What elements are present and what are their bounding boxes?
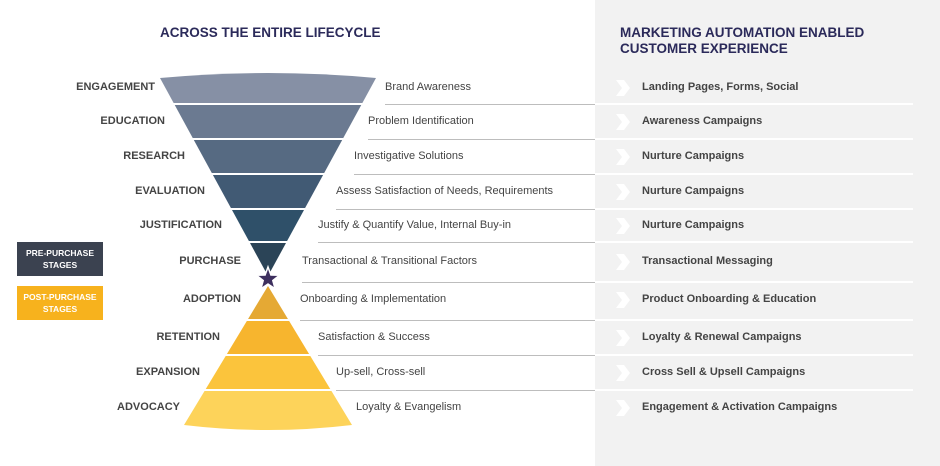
chevron-right-icon <box>616 400 630 416</box>
row-divider <box>318 355 595 356</box>
row-divider <box>354 174 595 175</box>
stage-label: PURCHASE <box>179 255 241 267</box>
funnel-band-engagement <box>160 73 376 103</box>
stage-label: ADVOCACY <box>117 401 180 413</box>
panel-row-divider <box>595 173 913 175</box>
funnel-band-retention <box>226 321 310 354</box>
stage-label: ENGAGEMENT <box>76 81 155 93</box>
funnel-band-education <box>174 105 362 138</box>
stage-label: JUSTIFICATION <box>139 219 222 231</box>
left-title: ACROSS THE ENTIRE LIFECYCLE <box>160 25 381 40</box>
funnel-band-advocacy <box>184 391 352 430</box>
legend-post-line1: POST-PURCHASE <box>23 292 97 302</box>
chevron-right-icon <box>616 330 630 346</box>
legend-pre-line2: STAGES <box>42 260 78 270</box>
row-divider <box>336 209 595 210</box>
chevron-right-icon <box>616 254 630 270</box>
automation-item: Landing Pages, Forms, Social <box>642 81 799 93</box>
funnel-band-evaluation <box>212 175 324 208</box>
chevron-right-icon <box>616 218 630 234</box>
automation-item: Product Onboarding & Education <box>642 293 817 305</box>
panel-row-divider <box>595 281 913 283</box>
row-divider <box>336 390 595 391</box>
row-divider <box>318 242 595 243</box>
funnel-band-purchase <box>250 243 286 276</box>
automation-item: Engagement & Activation Campaigns <box>642 401 838 413</box>
funnel-band-research <box>193 140 343 173</box>
chevron-right-icon <box>616 365 630 381</box>
stage-description: Brand Awareness <box>385 81 472 93</box>
chevron-right-icon <box>616 149 630 165</box>
panel-row-divider <box>595 354 913 356</box>
chevron-right-icon <box>616 80 630 96</box>
stage-description: Transactional & Transitional Factors <box>302 255 478 267</box>
panel-row-divider <box>595 208 913 210</box>
stage-description: Justify & Quantify Value, Internal Buy-i… <box>318 219 511 231</box>
chevron-right-icon <box>616 114 630 130</box>
stage-description: Assess Satisfaction of Needs, Requiremen… <box>336 185 554 197</box>
automation-item: Nurture Campaigns <box>642 219 745 231</box>
panel-row-divider <box>595 389 913 391</box>
legend-pre-line1: PRE-PURCHASE <box>25 248 94 258</box>
stage-label: RESEARCH <box>123 150 185 162</box>
funnel-band-expansion <box>205 356 331 389</box>
stage-description: Up-sell, Cross-sell <box>336 366 426 378</box>
row-divider <box>368 139 595 140</box>
panel-row-divider <box>595 103 913 105</box>
row-divider <box>300 320 595 321</box>
right-panel <box>595 0 940 466</box>
funnel-band-justification <box>232 210 304 241</box>
legend-pre-purchase: PRE-PURCHASE STAGES <box>17 242 103 276</box>
legend-post-purchase: POST-PURCHASE STAGES <box>17 286 103 320</box>
stage-description: Loyalty & Evangelism <box>356 401 462 413</box>
automation-item: Loyalty & Renewal Campaigns <box>642 331 802 343</box>
legend-post-line2: STAGES <box>42 304 78 314</box>
stage-label: EDUCATION <box>100 115 165 127</box>
stage-label: ADOPTION <box>182 293 241 305</box>
right-title-line1: MARKETING AUTOMATION ENABLED <box>620 25 865 40</box>
stage-label: EXPANSION <box>136 366 200 378</box>
right-title: MARKETING AUTOMATION ENABLED CUSTOMER EX… <box>620 25 864 57</box>
row-divider <box>302 282 595 283</box>
panel-row-divider <box>595 241 913 243</box>
automation-item: Nurture Campaigns <box>642 150 745 162</box>
chevron-right-icon <box>616 184 630 200</box>
right-title-line2: CUSTOMER EXPERIENCE <box>620 41 788 56</box>
automation-item: Nurture Campaigns <box>642 185 745 197</box>
star-icon <box>254 264 282 291</box>
stage-description: Problem Identification <box>368 115 474 127</box>
row-divider <box>385 104 595 105</box>
automation-item: Awareness Campaigns <box>642 115 763 127</box>
automation-item: Transactional Messaging <box>642 255 773 267</box>
chevron-right-icon <box>616 292 630 308</box>
stage-label: RETENTION <box>156 331 220 343</box>
panel-row-divider <box>595 138 913 140</box>
stage-label: EVALUATION <box>135 185 205 197</box>
funnel-band-adoption <box>248 286 288 319</box>
stage-description: Satisfaction & Success <box>318 331 430 343</box>
stage-description: Onboarding & Implementation <box>300 293 447 305</box>
panel-row-divider <box>595 319 913 321</box>
stage-description: Investigative Solutions <box>354 150 464 162</box>
automation-item: Cross Sell & Upsell Campaigns <box>642 366 806 378</box>
